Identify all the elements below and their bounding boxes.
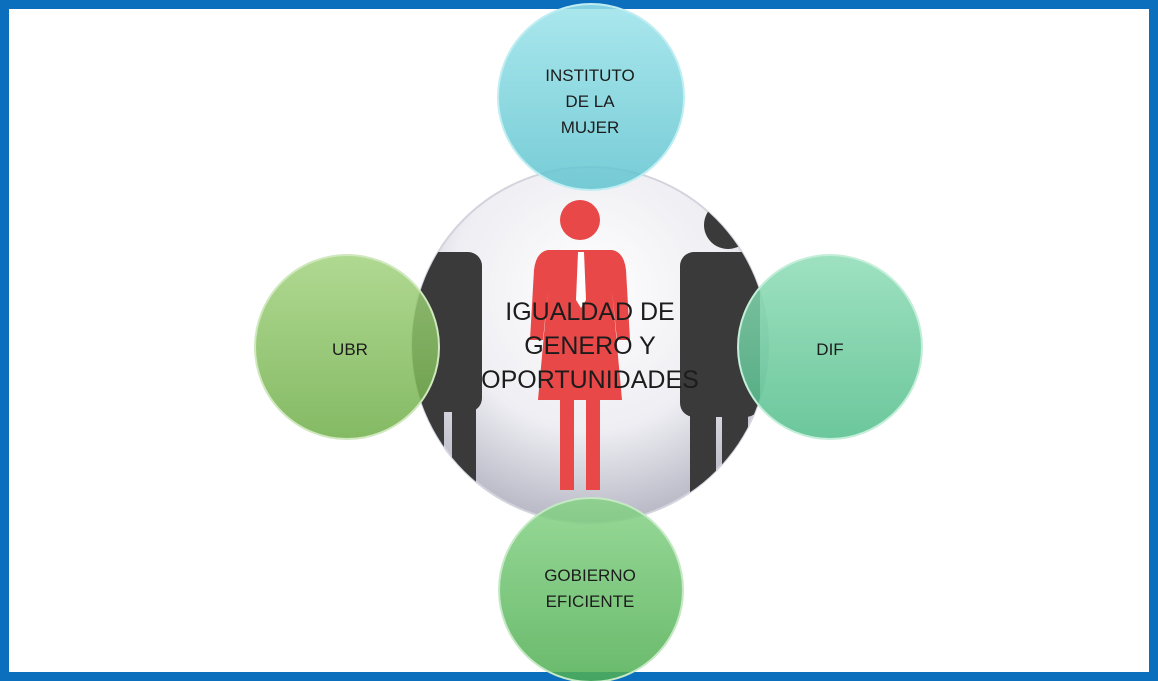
left-satellite-label-line: UBR — [332, 340, 368, 359]
woman-figure-icon — [530, 200, 630, 490]
top-satellite-label-line: INSTITUTO — [545, 66, 635, 85]
bottom-satellite-label-line: GOBIERNO — [544, 566, 636, 585]
right-satellite-label-line: DIF — [816, 340, 844, 359]
top-satellite-circle — [497, 3, 685, 191]
left-satellite-label: UBR — [270, 337, 430, 363]
center-label: IGUALDAD DE GENERO Y OPORTUNIDADES — [455, 295, 725, 397]
top-satellite-label: INSTITUTO DE LA MUJER — [510, 63, 670, 141]
center-label-line: OPORTUNIDADES — [481, 366, 699, 394]
center-label-line: IGUALDAD DE — [505, 298, 675, 326]
bottom-satellite-circle — [498, 497, 684, 681]
right-satellite-circle — [737, 254, 923, 440]
top-satellite-label-line: DE LA — [565, 92, 615, 111]
center-label-line: GENERO Y — [524, 332, 656, 360]
top-satellite-label-line: MUJER — [560, 118, 620, 137]
bottom-satellite-label-line: EFICIENTE — [545, 592, 635, 611]
left-satellite-circle — [254, 254, 440, 440]
slide-frame-right-edge — [1149, 0, 1158, 681]
right-satellite-label: DIF — [750, 337, 910, 363]
bottom-satellite-label: GOBIERNO EFICIENTE — [510, 563, 670, 615]
